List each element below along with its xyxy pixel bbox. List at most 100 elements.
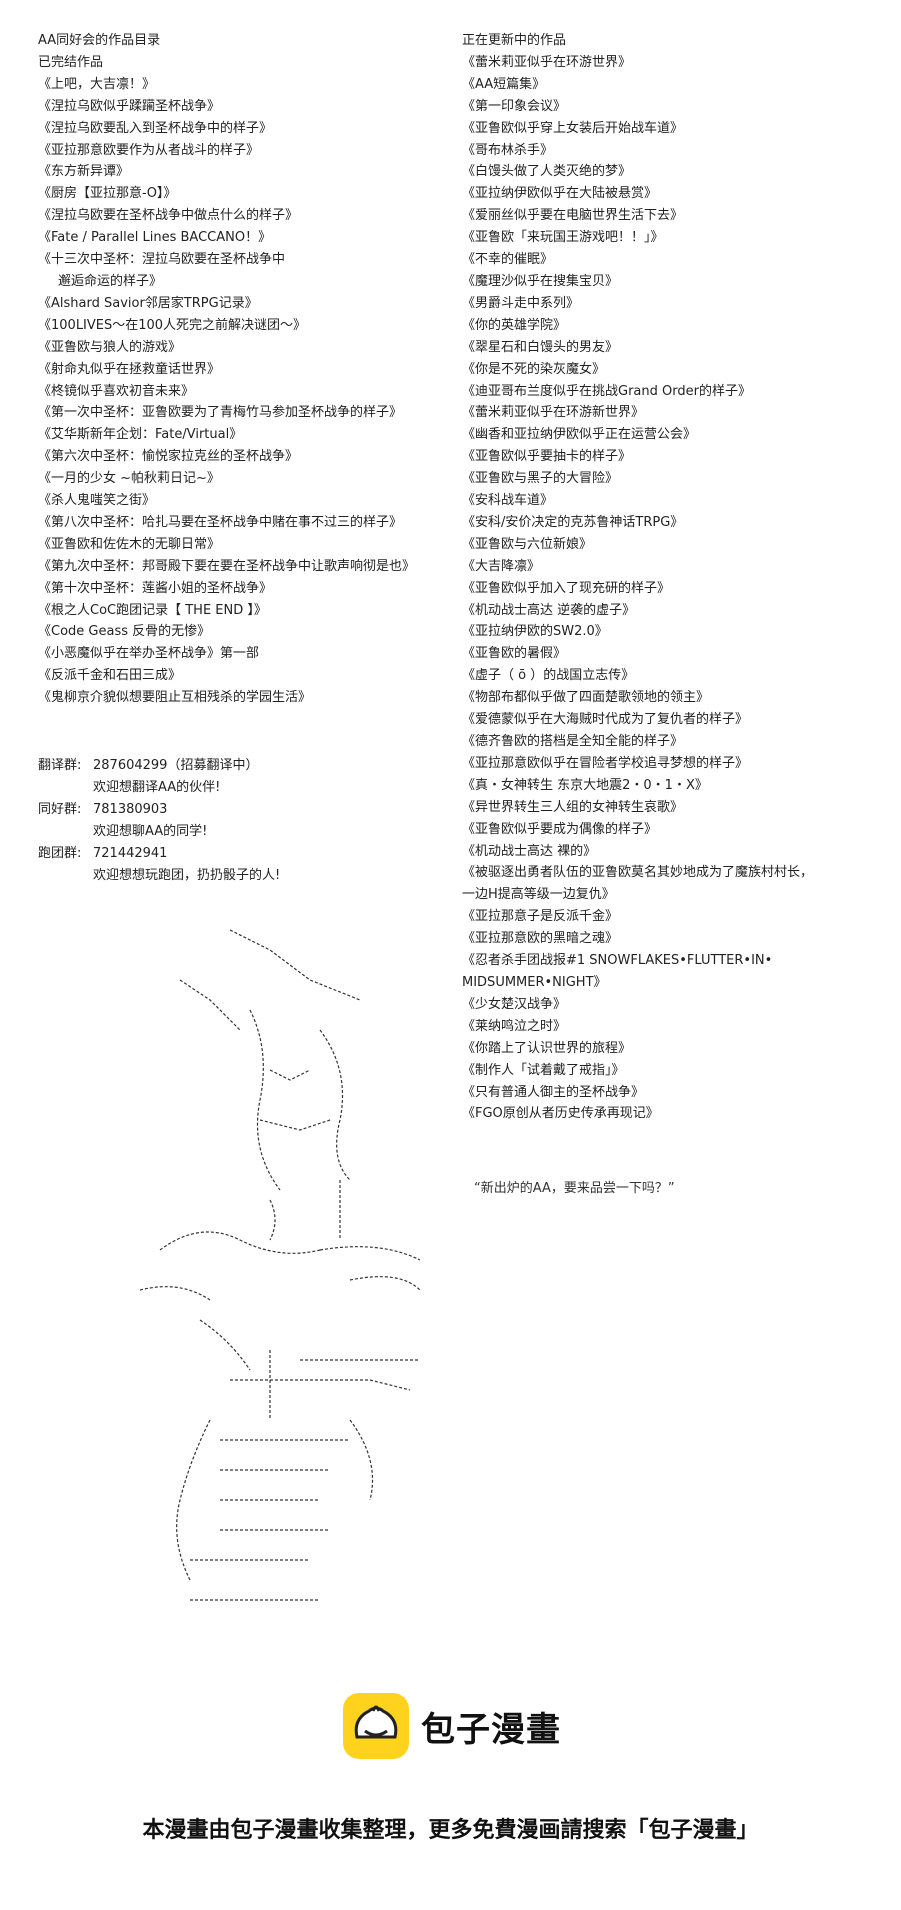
completed-work-item: 《厨房【亚拉那意-O】》 bbox=[38, 186, 177, 202]
brand-name: 包子漫畫 bbox=[421, 1709, 561, 1750]
ongoing-work-item: 《亚鲁欧的暑假》 bbox=[462, 646, 567, 662]
brand-logo: 包子漫畫 bbox=[343, 1693, 561, 1759]
completed-work-item: 《一月的少女 ~帕秋莉日记~》 bbox=[38, 471, 220, 487]
ongoing-work-item: 《亚拉那意欧似乎在冒险者学校追寻梦想的样子》 bbox=[462, 755, 749, 771]
completed-work-item: 《100LIVES～在100人死完之前解决谜团～》 bbox=[38, 317, 307, 333]
ongoing-work-item: 《你是不死的染灰魔女》 bbox=[462, 361, 606, 377]
group-info: 翻译群: 287604299（招募翻译中） 欢迎想翻译AA的伙伴! 同好群: 7… bbox=[38, 755, 280, 887]
catalog-heading: AA同好会的作品目录 bbox=[38, 33, 161, 48]
ongoing-work-item: 《异世界转生三人组的女神转生哀歌》 bbox=[462, 799, 684, 815]
ongoing-work-item: 《翠星石和白馒头的男友》 bbox=[462, 339, 619, 355]
trpg-group-desc: 欢迎想想玩跑团，扔扔骰子的人! bbox=[93, 868, 281, 883]
completed-work-item: 《第一次中圣杯：亚鲁欧要为了青梅竹马参加圣杯战争的样子》 bbox=[38, 405, 403, 421]
ongoing-work-item: 《真・女神转生 东京大地震2・0・1・X》 bbox=[462, 777, 708, 793]
completed-heading: 已完结作品 bbox=[38, 54, 104, 70]
completed-work-item: 《涅拉乌欧要乱入到圣杯战争中的样子》 bbox=[38, 120, 273, 136]
ongoing-work-item: 《AA短篇集》 bbox=[462, 76, 546, 92]
completed-work-item: 邂逅命运的样子》 bbox=[58, 273, 163, 289]
ongoing-work-item: 《亚鲁欧似乎加入了现充研的样子》 bbox=[462, 580, 671, 596]
ongoing-work-item: 《爱丽丝似乎要在电脑世界生活下去》 bbox=[462, 208, 684, 224]
completed-work-item: 《柊镜似乎喜欢初音未来》 bbox=[38, 383, 195, 399]
ongoing-work-item: MIDSUMMER•NIGHT》 bbox=[462, 974, 607, 990]
ongoing-work-item: 《迪亚哥布兰度似乎在挑战Grand Order的样子》 bbox=[462, 383, 751, 399]
ongoing-work-item: 《机动战士高达 逆袭的虚子》 bbox=[462, 602, 636, 618]
ongoing-work-item: 《德齐鲁欧的搭档是全知全能的样子》 bbox=[462, 734, 684, 749]
ongoing-work-item: 《安科/安价决定的克苏鲁神话TRPG》 bbox=[462, 514, 684, 530]
completed-work-item: 《Alshard Savior邻居家TRPG记录》 bbox=[38, 295, 258, 311]
ongoing-work-item: 《机动战士高达 裸的》 bbox=[462, 843, 597, 859]
ongoing-work-item: 《蕾米莉亚似乎在环游新世界》 bbox=[462, 405, 645, 421]
ongoing-work-item: 《少女楚汉战争》 bbox=[462, 996, 567, 1012]
completed-work-item: 《涅拉乌欧似乎蹂躏圣杯战争》 bbox=[38, 98, 221, 114]
completed-work-item: 《第九次中圣杯：邦哥殿下要在要在圣杯战争中让歌声响彻是也》 bbox=[38, 558, 416, 574]
completed-work-item: 《亚拉那意欧要作为从者战斗的样子》 bbox=[38, 142, 260, 158]
ascii-art-character-illustration bbox=[139, 929, 421, 1601]
completed-work-item: 《第六次中圣杯：愉悦家拉克丝的圣杯战争》 bbox=[38, 449, 299, 465]
ongoing-work-item: 《白馒头做了人类灭绝的梦》 bbox=[462, 164, 632, 180]
completed-work-item: 《第八次中圣杯：哈扎马要在圣杯战争中赌在事不过三的样子》 bbox=[38, 514, 403, 530]
translate-group-number: 287604299（招募翻译中） bbox=[93, 758, 259, 773]
completed-work-item: 《艾华斯新年企划：Fate/Virtual》 bbox=[38, 427, 243, 443]
completed-work-item: 《涅拉乌欧要在圣杯战争中做点什么的样子》 bbox=[38, 208, 299, 224]
trpg-group-label: 跑团群: bbox=[38, 846, 82, 861]
ongoing-work-item: 《大吉降凛》 bbox=[462, 558, 541, 574]
completed-works-list: 《上吧，大吉凛！》《涅拉乌欧似乎蹂躏圣杯战争》《涅拉乌欧要乱入到圣杯战争中的样子… bbox=[38, 74, 448, 709]
trpg-group-number: 721442941 bbox=[93, 846, 168, 861]
completed-work-item: 《上吧，大吉凛！》 bbox=[38, 76, 156, 92]
ongoing-work-item: 《亚鲁欧似乎要成为偶像的样子》 bbox=[462, 821, 658, 837]
ongoing-work-item: 《男爵斗走中系列》 bbox=[462, 295, 580, 311]
ongoing-work-item: 《亚拉纳伊欧似乎在大陆被悬赏》 bbox=[462, 186, 658, 202]
completed-work-item: 《Code Geass 反骨的无惨》 bbox=[38, 624, 211, 640]
ongoing-work-item: 一边H提高等级一边复仇》 bbox=[462, 887, 615, 903]
ongoing-work-item: 《亚鲁欧「来玩国王游戏吧！！」》 bbox=[462, 230, 664, 246]
completed-work-item: 《第十次中圣杯：莲酱小姐的圣杯战争》 bbox=[38, 580, 273, 596]
ongoing-work-item: 《亚鲁欧与黑子的大冒险》 bbox=[462, 471, 619, 487]
aa-quote: “新出炉的AA，要来品尝一下吗？” bbox=[474, 1181, 675, 1196]
ongoing-work-item: 《只有普通人御主的圣杯战争》 bbox=[462, 1084, 645, 1100]
ongoing-work-item: 《你的英雄学院》 bbox=[462, 317, 567, 333]
translate-group-label: 翻译群: bbox=[38, 758, 82, 773]
completed-work-item: 《亚鲁欧与狼人的游戏》 bbox=[38, 339, 182, 355]
translate-group-row: 翻译群: 287604299（招募翻译中） bbox=[38, 755, 280, 777]
ongoing-work-item: 《哥布林杀手》 bbox=[462, 142, 554, 158]
ongoing-work-item: 《不幸的催眠》 bbox=[462, 252, 554, 268]
fans-group-number: 781380903 bbox=[93, 802, 168, 817]
ongoing-work-item: 《FGO原创从者历史传承再现记》 bbox=[462, 1106, 659, 1122]
ongoing-heading: 正在更新中的作品 bbox=[462, 33, 567, 48]
completed-work-item: 《射命丸似乎在拯救童话世界》 bbox=[38, 361, 221, 377]
ongoing-work-item: 《制作人「试着戴了戒指」》 bbox=[462, 1062, 625, 1078]
ongoing-work-item: 《亚鲁欧似乎穿上女装后开始战车道》 bbox=[462, 120, 684, 136]
ongoing-works-list: 《蕾米莉亚似乎在环游世界》《AA短篇集》《第一印象会议》《亚鲁欧似乎穿上女装后开… bbox=[462, 52, 882, 1125]
trpg-group-row: 跑团群: 721442941 bbox=[38, 843, 280, 865]
ongoing-work-item: 《幽香和亚拉纳伊欧似乎正在运营公会》 bbox=[462, 427, 697, 443]
completed-work-item: 《东方新异谭》 bbox=[38, 164, 130, 180]
ongoing-work-item: 《安科战车道》 bbox=[462, 493, 554, 509]
ongoing-work-item: 《虚子（ ō ）的战国立志传》 bbox=[462, 668, 635, 684]
completed-work-item: 《反派千金和石田三成》 bbox=[38, 668, 182, 684]
ongoing-work-item: 《蕾米莉亚似乎在环游世界》 bbox=[462, 54, 632, 70]
ongoing-works-column: 正在更新中的作品 《蕾米莉亚似乎在环游世界》《AA短篇集》《第一印象会议》《亚鲁… bbox=[462, 30, 882, 1125]
ongoing-work-item: 《忍者杀手团战报#1 SNOWFLAKES•FLUTTER•IN• bbox=[462, 953, 773, 969]
ongoing-work-item: 《亚鲁欧似乎要抽卡的样子》 bbox=[462, 449, 632, 465]
completed-work-item: 《根之人CoC跑团记录【 THE END 】》 bbox=[38, 602, 267, 618]
ongoing-work-item: 《亚拉纳伊欧的SW2.0》 bbox=[462, 624, 608, 640]
ongoing-work-item: 《亚拉那意子是反派千金》 bbox=[462, 909, 619, 925]
translate-group-desc: 欢迎想翻译AA的伙伴! bbox=[93, 780, 221, 795]
fans-group-label: 同好群: bbox=[38, 802, 82, 817]
completed-works-column: AA同好会的作品目录 已完结作品 《上吧，大吉凛！》《涅拉乌欧似乎蹂躏圣杯战争》… bbox=[38, 30, 448, 709]
ongoing-work-item: 《物部布都似乎做了四面楚歌领地的领主》 bbox=[462, 690, 710, 706]
completed-work-item: 《亚鲁欧和佐佐木的无聊日常》 bbox=[38, 536, 221, 552]
ongoing-work-item: 《被驱逐出勇者队伍的亚鲁欧莫名其妙地成为了魔族村村长， bbox=[462, 865, 814, 881]
completed-work-item: 《鬼柳京介貌似想要阻止互相残杀的学园生活》 bbox=[38, 690, 312, 706]
ongoing-work-item: 《爱德蒙似乎在大海贼时代成为了复仇者的样子》 bbox=[462, 712, 749, 728]
footer-note: 本漫畫由包子漫畫收集整理，更多免費漫画請搜索「包子漫畫」 bbox=[142, 1818, 759, 1843]
completed-work-item: 《杀人鬼嗤笑之街》 bbox=[38, 493, 156, 509]
fans-group-row: 同好群: 781380903 bbox=[38, 799, 280, 821]
fans-group-desc: 欢迎想聊AA的同学! bbox=[93, 824, 208, 839]
ongoing-work-item: 《亚鲁欧与六位新娘》 bbox=[462, 536, 593, 552]
completed-work-item: 《Fate / Parallel Lines BACCANO！》 bbox=[38, 230, 272, 246]
ongoing-work-item: 《第一印象会议》 bbox=[462, 98, 567, 114]
ongoing-work-item: 《你踏上了认识世界的旅程》 bbox=[462, 1040, 632, 1056]
ongoing-work-item: 《莱纳鸣泣之时》 bbox=[462, 1018, 567, 1034]
completed-work-item: 《十三次中圣杯：涅拉乌欧要在圣杯战争中 bbox=[38, 252, 286, 268]
